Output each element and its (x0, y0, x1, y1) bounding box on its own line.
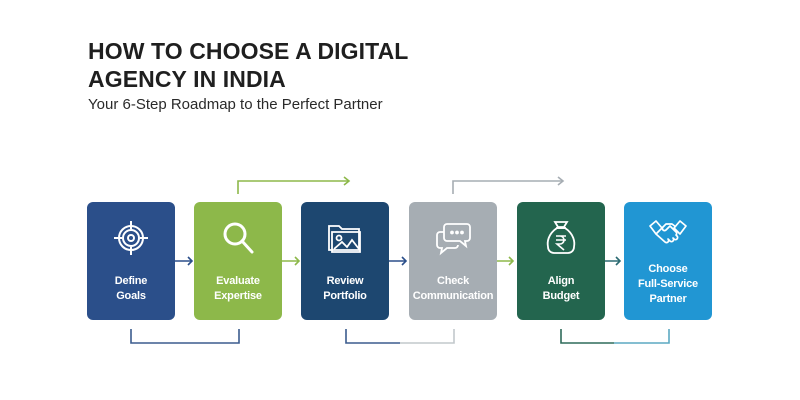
step-check-communication: Check Communication (409, 202, 497, 320)
label-line: Communication (412, 290, 494, 302)
step-arrows (175, 256, 622, 266)
title-line-1: HOW TO CHOOSE A DIGITAL (88, 38, 409, 64)
label-line: Goals (116, 290, 146, 302)
label-line: Portfolio (323, 290, 367, 302)
bottom-bracket-2 (345, 329, 455, 344)
handshake-icon (649, 220, 687, 244)
label-line: Align (547, 275, 575, 287)
chat-bubbles-icon (436, 223, 471, 256)
step-label: Choose Full-Service Partner (624, 262, 712, 307)
step-align-budget: Align Budget (517, 202, 605, 320)
step-define-goals: Define Goals (87, 202, 175, 320)
label-line: Choose (648, 263, 688, 275)
step-label: Align Budget (517, 274, 605, 304)
step-label: Evaluate Expertise (194, 274, 282, 304)
step-label: Review Portfolio (301, 274, 389, 304)
label-line: Define (114, 275, 148, 287)
label-line: Review (326, 275, 364, 287)
label-line: Budget (542, 290, 580, 302)
step-review-portfolio: Review Portfolio (301, 202, 389, 320)
step-evaluate-expertise: Evaluate Expertise (194, 202, 282, 320)
subtitle: Your 6-Step Roadmap to the Perfect Partn… (88, 96, 383, 113)
page-title: HOW TO CHOOSE A DIGITAL AGENCY IN INDIA (88, 37, 408, 93)
image-folder-icon (328, 225, 361, 253)
bottom-bracket-1 (130, 329, 240, 344)
bottom-bracket-3 (560, 329, 670, 344)
label-line: Check (436, 275, 470, 287)
target-icon (114, 221, 148, 255)
label-line: Full-Service (638, 278, 698, 290)
label-line: Expertise (214, 290, 262, 302)
label-line: Evaluate (216, 275, 260, 287)
step-choose-partner: Choose Full-Service Partner (624, 202, 712, 320)
label-line: Partner (649, 293, 687, 305)
top-arrow-2 (452, 176, 565, 194)
title-line-2: AGENCY IN INDIA (88, 66, 286, 92)
step-label: Check Communication (409, 274, 497, 304)
step-label: Define Goals (87, 274, 175, 304)
magnifier-icon (223, 222, 254, 254)
rupee-bag-icon (546, 221, 576, 254)
top-arrow-1 (237, 176, 351, 194)
